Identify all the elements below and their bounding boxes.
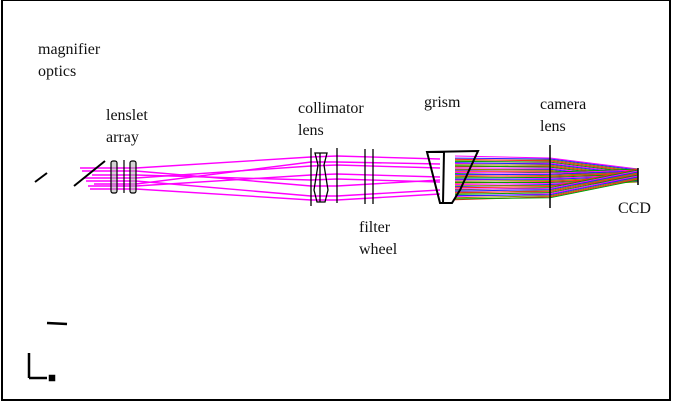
label-grism: grism xyxy=(424,94,461,111)
magnifier-small-mirror xyxy=(34,172,48,183)
ray xyxy=(39,80,57,179)
filter-wheel xyxy=(364,149,374,204)
fold-mirror xyxy=(73,160,106,187)
axis-indicator-icon xyxy=(27,353,56,382)
ray xyxy=(57,80,61,322)
magnifier-bottom-mirror xyxy=(46,321,68,326)
ray xyxy=(52,185,77,322)
optical-elements xyxy=(27,145,639,382)
lenslet-array xyxy=(110,160,137,194)
ray xyxy=(36,80,57,181)
ray xyxy=(90,188,441,201)
ray xyxy=(55,180,84,322)
ray xyxy=(63,168,98,322)
ray xyxy=(59,175,91,322)
ray xyxy=(55,80,57,322)
ray xyxy=(45,80,57,175)
collimator-lens xyxy=(310,148,338,206)
ray xyxy=(52,80,57,322)
label-ccd: CCD xyxy=(618,200,651,217)
ray xyxy=(42,80,57,177)
ray xyxy=(57,80,58,322)
grism xyxy=(425,149,480,204)
